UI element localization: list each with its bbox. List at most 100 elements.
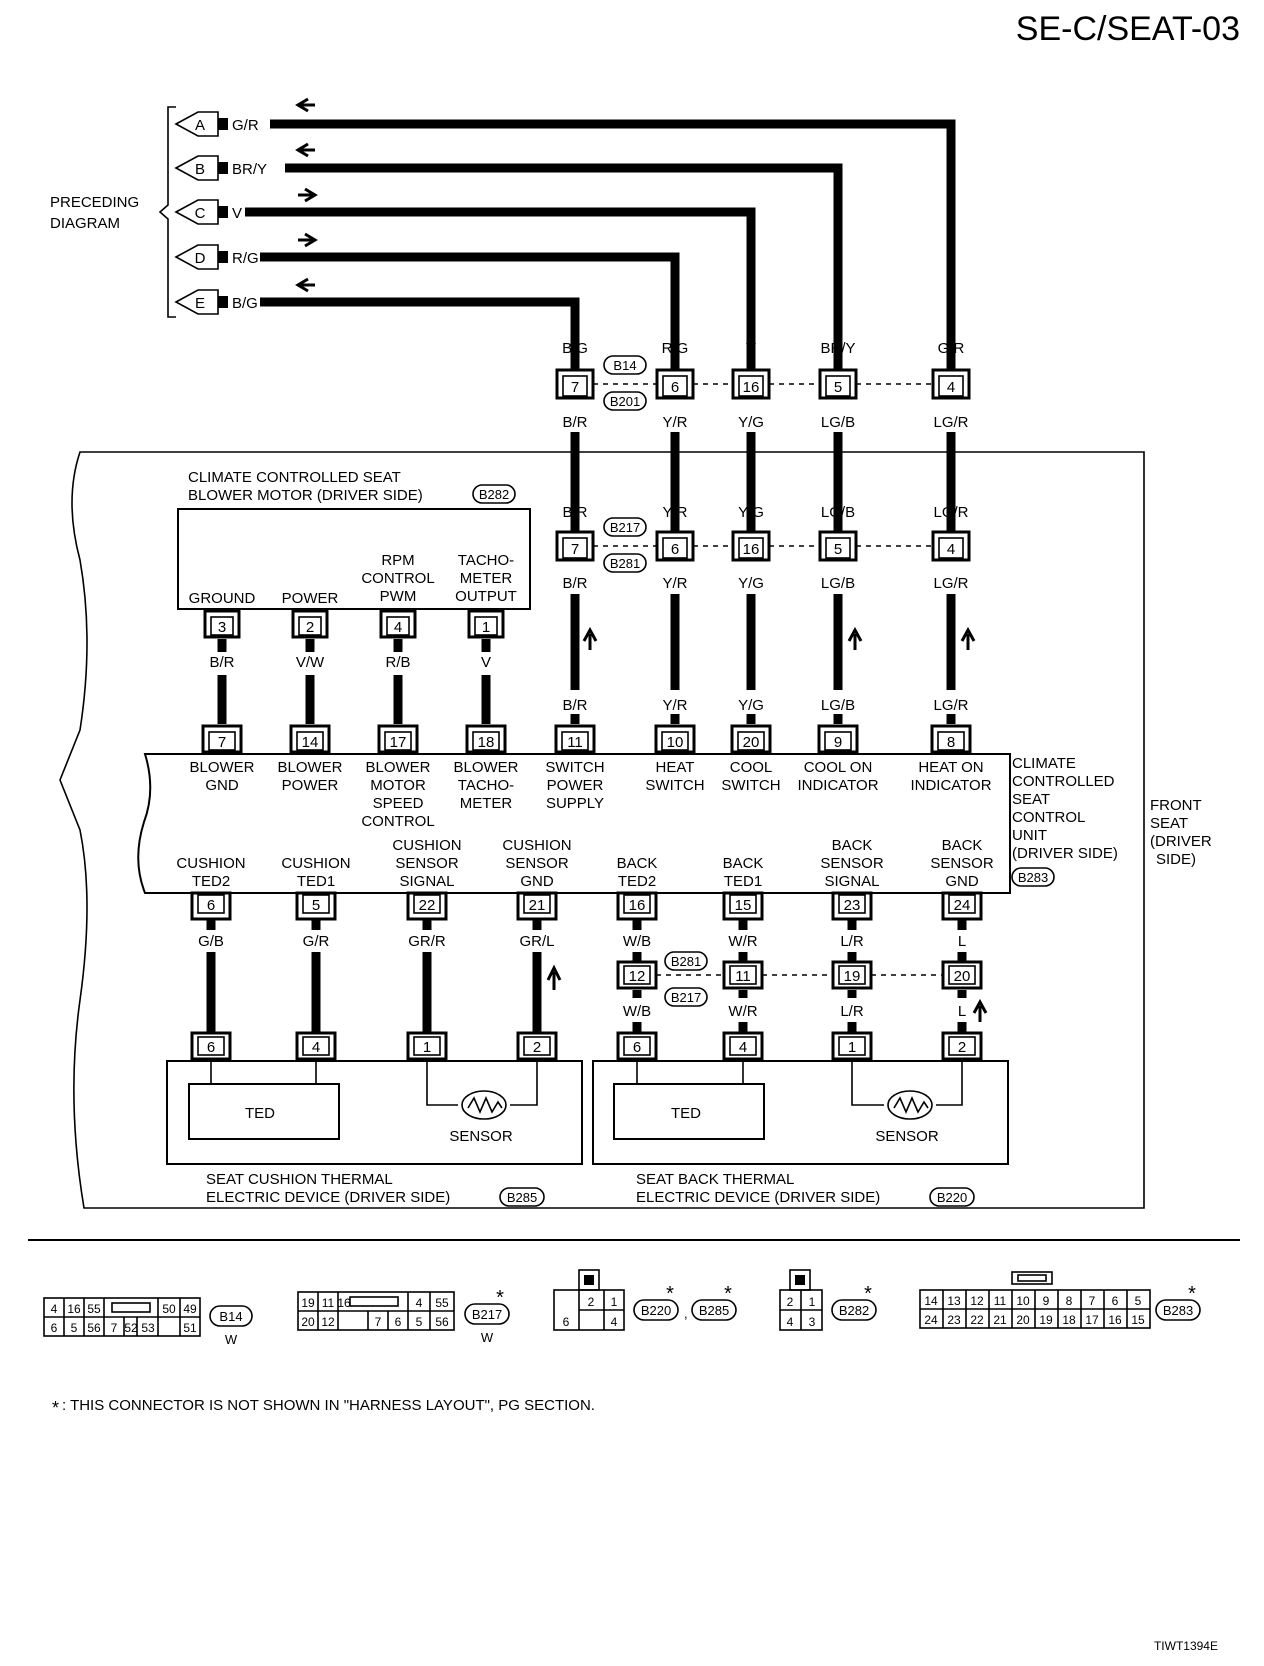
svg-text:7: 7 — [1089, 1294, 1096, 1308]
svg-text:18: 18 — [478, 734, 495, 751]
svg-text:BACK: BACK — [723, 855, 764, 872]
svg-text:METER: METER — [460, 570, 513, 587]
svg-text:SENSOR: SENSOR — [505, 855, 569, 872]
svg-text:4: 4 — [947, 379, 955, 396]
svg-text:SIGNAL: SIGNAL — [399, 873, 454, 890]
svg-text:SWITCH: SWITCH — [645, 777, 704, 794]
svg-text:2: 2 — [787, 1295, 794, 1309]
svg-text:BLOWER: BLOWER — [365, 759, 430, 776]
svg-text:19: 19 — [301, 1296, 315, 1310]
svg-text:GND: GND — [945, 873, 979, 890]
svg-text:G/R: G/R — [938, 340, 965, 357]
svg-text:W: W — [481, 1330, 494, 1345]
svg-text:COOL ON: COOL ON — [804, 759, 873, 776]
svg-text:,: , — [684, 1306, 688, 1321]
svg-text:Y/G: Y/G — [738, 414, 764, 431]
svg-text:6: 6 — [671, 541, 679, 558]
blower-title-line: CLIMATE CONTROLLED SEAT — [188, 469, 401, 486]
svg-text:GR/L: GR/L — [519, 933, 554, 950]
svg-text:Y/G: Y/G — [738, 504, 764, 521]
ref-flag-e: E B/G — [174, 289, 258, 315]
svg-text:B/G: B/G — [562, 340, 588, 357]
svg-text:L/R: L/R — [840, 1003, 864, 1020]
connector-face-b220: 2 1 6 4 B220 * , B285 * — [553, 1269, 737, 1331]
svg-text:4: 4 — [739, 1039, 747, 1056]
svg-text:10: 10 — [1016, 1294, 1030, 1308]
svg-text:21: 21 — [993, 1313, 1007, 1327]
mid-direction-arrows — [582, 626, 976, 650]
svg-text:D: D — [195, 250, 206, 267]
svg-text:G/B: G/B — [198, 933, 224, 950]
svg-text:LG/R: LG/R — [933, 414, 968, 431]
svg-text:24: 24 — [954, 897, 971, 914]
svg-text:23: 23 — [844, 897, 861, 914]
svg-text:B281: B281 — [671, 954, 701, 969]
svg-text:V: V — [746, 340, 756, 357]
svg-text:B14: B14 — [613, 358, 636, 373]
svg-text:16: 16 — [67, 1302, 81, 1316]
svg-text:56: 56 — [435, 1315, 449, 1329]
svg-text:INDICATOR: INDICATOR — [910, 777, 991, 794]
svg-text:W/B: W/B — [623, 1003, 651, 1020]
svg-text:*: * — [496, 1287, 504, 1309]
svg-text:SENSOR: SENSOR — [820, 855, 884, 872]
svg-text:B283: B283 — [1163, 1303, 1193, 1318]
svg-text:B220: B220 — [641, 1303, 671, 1318]
svg-text:8: 8 — [947, 734, 955, 751]
svg-text:50: 50 — [162, 1302, 176, 1316]
front-seat-boundary — [59, 451, 1145, 1209]
svg-text:MOTOR: MOTOR — [370, 777, 426, 794]
svg-text:2: 2 — [588, 1295, 595, 1309]
svg-text:CUSHION: CUSHION — [502, 837, 571, 854]
svg-text:TED2: TED2 — [618, 873, 656, 890]
svg-text:B14: B14 — [219, 1309, 242, 1324]
svg-text:12: 12 — [970, 1294, 984, 1308]
svg-text:ELECTRIC DEVICE (DRIVER SIDE): ELECTRIC DEVICE (DRIVER SIDE) — [636, 1189, 880, 1206]
svg-text:LG/B: LG/B — [821, 504, 855, 521]
svg-text:A: A — [195, 117, 205, 134]
svg-text:CONTROLLED: CONTROLLED — [1012, 773, 1115, 790]
svg-text:19: 19 — [844, 968, 861, 985]
svg-text:OUTPUT: OUTPUT — [455, 588, 517, 605]
svg-text:W/B: W/B — [623, 933, 651, 950]
svg-text:POWER: POWER — [547, 777, 604, 794]
svg-text:TACHO-: TACHO- — [458, 552, 514, 569]
svg-text:L/R: L/R — [840, 933, 864, 950]
svg-text:R/B: R/B — [385, 654, 410, 671]
svg-text:CUSHION: CUSHION — [392, 837, 461, 854]
svg-text:4: 4 — [416, 1296, 423, 1310]
svg-text:FRONT: FRONT — [1150, 797, 1202, 814]
svg-text:2: 2 — [958, 1039, 966, 1056]
svg-text:UNIT: UNIT — [1012, 827, 1047, 844]
svg-text:SIDE): SIDE) — [1156, 851, 1196, 868]
page-title: SE-C/SEAT-03 — [1016, 10, 1240, 48]
svg-text:52: 52 — [124, 1321, 138, 1335]
svg-text:CONTROL: CONTROL — [361, 813, 434, 830]
svg-text:*: * — [864, 1283, 872, 1305]
svg-text:Y/R: Y/R — [662, 414, 687, 431]
svg-text:3: 3 — [218, 619, 226, 636]
svg-text:2: 2 — [306, 619, 314, 636]
svg-text:TACHO-: TACHO- — [458, 777, 514, 794]
svg-text:11: 11 — [994, 1294, 1007, 1308]
svg-text:49: 49 — [183, 1302, 197, 1316]
svg-text:HEAT: HEAT — [656, 759, 695, 776]
svg-text:E: E — [195, 295, 205, 312]
svg-text:CUSHION: CUSHION — [176, 855, 245, 872]
mid-wires-2 — [570, 594, 956, 690]
svg-text:L: L — [958, 1003, 966, 1020]
wire-color-a: G/R — [232, 117, 259, 134]
svg-text:12: 12 — [629, 968, 646, 985]
svg-text:5: 5 — [312, 897, 320, 914]
svg-text:Y/G: Y/G — [738, 697, 764, 714]
svg-text:B282: B282 — [839, 1303, 869, 1318]
svg-text:B285: B285 — [507, 1190, 537, 1205]
svg-text:TED1: TED1 — [297, 873, 335, 890]
footnote: * : THIS CONNECTOR IS NOT SHOWN IN "HARN… — [52, 1397, 595, 1418]
svg-text:8: 8 — [1066, 1294, 1073, 1308]
svg-text:4: 4 — [51, 1302, 58, 1316]
svg-text:LG/B: LG/B — [821, 575, 855, 592]
svg-text:24: 24 — [924, 1313, 938, 1327]
svg-text:22: 22 — [419, 897, 436, 914]
svg-text:SENSOR: SENSOR — [395, 855, 459, 872]
